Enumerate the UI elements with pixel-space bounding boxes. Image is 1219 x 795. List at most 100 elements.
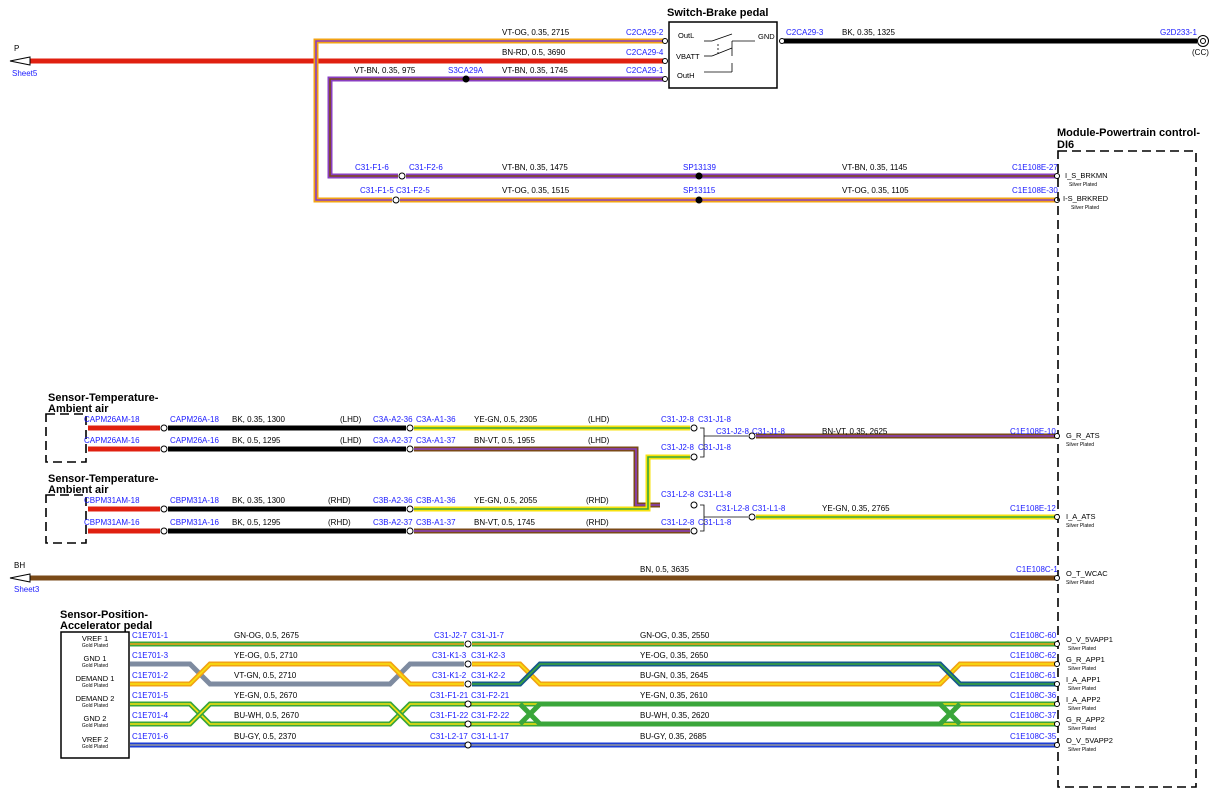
conn-pcm[interactable]: C1E108C-36 [1010,691,1057,700]
conn-c31-f1-5[interactable]: C31-F1-5 [360,186,394,195]
pin-gnd: GND [758,32,775,41]
conn-c1e108e-30[interactable]: C1E108E-30 [1012,186,1058,195]
plating-label: Gold Plated [82,723,108,729]
temp-lhd-title: Sensor-Temperature- [48,392,159,404]
temp-rhd-title: Sensor-Temperature- [48,473,159,485]
offsheet-bh[interactable]: BH Sheet3 [9,561,40,594]
pin-outh: OutH [677,71,695,80]
conn-c1e108e-27[interactable]: C1E108E-27 [1012,163,1058,172]
conn-inline-a[interactable]: C31-K1-2 [432,671,467,680]
connector-terminal [464,741,472,749]
conn-inline-b[interactable]: C31-L1-17 [471,732,509,741]
temp-rhd-row-2[interactable]: CBPM31AM-16 CBPM31A-16 BK, 0.5, 1295 (RH… [84,518,732,535]
plating-label: Silver Plated [1069,182,1097,188]
connector-terminal [464,660,472,668]
ats-rhd-output[interactable]: C31-L2-8 C31-L1-8 YE-GN, 0.35, 2765 C1E1… [716,504,1095,529]
offsheet-bh-sheet[interactable]: Sheet3 [14,585,40,594]
conn-inline-b[interactable]: C31-F2-21 [471,691,510,700]
conn-c2ca29-4[interactable]: C2CA29-4 [626,48,664,57]
temp-lhd-row-1[interactable]: CAPM26AM-18 CAPM26A-18 BK, 0.35, 1300 (L… [84,415,731,432]
svg-text:CBPM31A-16: CBPM31A-16 [170,518,219,527]
conn-c31-f1-6[interactable]: C31-F1-6 [355,163,389,172]
conn-inline-a[interactable]: C31-F1-21 [430,691,469,700]
wire-label-a: GN-OG, 0.5, 2675 [234,631,299,640]
conn-pcm[interactable]: C1E108C-35 [1010,732,1057,741]
temp-rhd-row-1[interactable]: CBPM31AM-18 CBPM31A-18 BK, 0.35, 1300 (R… [84,490,732,513]
svg-text:Silver Plated: Silver Plated [1066,580,1094,586]
svg-text:C1E108E-12: C1E108E-12 [1010,504,1056,513]
wire-app-yeog-b[interactable] [472,661,1057,687]
conn-pcm[interactable]: C1E108C-60 [1010,631,1057,640]
ground-g2d233-1[interactable]: G2D233-1 [1160,28,1197,37]
conn-app-left[interactable]: C1E701-3 [132,651,169,660]
connector-terminal [464,640,472,648]
conn-pcm[interactable]: C1E108C-62 [1010,651,1057,660]
svg-text:C31-J2-8: C31-J2-8 [661,443,694,452]
splice-sp13115[interactable]: SP13115 [683,186,716,195]
conn-c2ca29-3[interactable]: C2CA29-3 [786,28,824,37]
svg-text:C3B-A1-36: C3B-A1-36 [416,496,456,505]
switch-brake-title: Switch-Brake pedal [667,7,768,19]
wire-app-bugn-b[interactable] [472,661,1057,687]
offsheet-p[interactable]: P Sheet5 [9,44,38,78]
conn-app-left[interactable]: C1E701-6 [132,732,169,741]
splice-s3ca29a[interactable]: S3CA29A [448,66,484,75]
conn-pcm[interactable]: C1E108C-61 [1010,671,1057,680]
wire-label-b: BU-WH, 0.35, 2620 [640,711,710,720]
ats-splice-rhd [700,504,748,532]
svg-text:I_A_ATS: I_A_ATS [1066,512,1095,521]
svg-text:C3A-A2-36: C3A-A2-36 [373,415,413,424]
svg-text:BN-VT, 0.5, 1955: BN-VT, 0.5, 1955 [474,436,535,445]
wire-label-vtog-2715: VT-OG, 0.35, 2715 [502,28,570,37]
conn-inline-b[interactable]: C31-F2-22 [471,711,510,720]
brake-line-2[interactable]: C31-F1-5 C31-F2-5 VT-OG, 0.35, 1515 SP13… [360,186,1109,211]
svg-text:(RHD): (RHD) [328,518,351,527]
wire-app-vtgn-a[interactable] [130,661,464,687]
switch-brake-pedal[interactable]: Switch-Brake pedal OutL VBATT OutH GND [662,7,785,89]
conn-c31-f2-6[interactable]: C31-F2-6 [409,163,443,172]
brake-line-1[interactable]: C31-F1-6 C31-F2-6 VT-BN, 0.35, 1475 SP13… [355,163,1108,188]
conn-inline-a[interactable]: C31-J2-7 [434,631,467,640]
wire-label-vtbn-975: VT-BN, 0.35, 975 [354,66,416,75]
sensor-temp-rhd[interactable]: Sensor-Temperature- Ambient air [45,473,159,544]
svg-text:C3B-A1-37: C3B-A1-37 [416,518,456,527]
ats-lhd-output[interactable]: C31-J2-8 C31-J1-8 BN-VT, 0.35, 2625 C1E1… [716,427,1100,448]
offsheet-p-sheet[interactable]: Sheet5 [12,69,38,78]
svg-text:BN-VT, 0.5, 1745: BN-VT, 0.5, 1745 [474,518,535,527]
splice-dot [462,75,470,83]
wire-label-b: BU-GY, 0.35, 2685 [640,732,707,741]
wcac-line[interactable]: BN, 0.5, 3635 C1E108C-1 O_T_WCAC Silver … [640,565,1108,586]
svg-text:YE-GN, 0.35, 2765: YE-GN, 0.35, 2765 [822,504,890,513]
conn-inline-a[interactable]: C31-F1-22 [430,711,469,720]
pcm-title: Module-Powertrain control- [1057,127,1200,139]
conn-app-left[interactable]: C1E701-4 [132,711,169,720]
conn-app-left[interactable]: C1E701-1 [132,631,169,640]
module-powertrain-control[interactable]: Module-Powertrain control- DI6 [1057,127,1200,788]
wire-label-vtog-1105: VT-OG, 0.35, 1105 [842,186,909,195]
plating-label: Silver Plated [1071,205,1099,211]
svg-text:C1E108E-10: C1E108E-10 [1010,427,1056,436]
splice-sp13139[interactable]: SP13139 [683,163,716,172]
conn-c31-f2-5[interactable]: C31-F2-5 [396,186,430,195]
conn-inline-b[interactable]: C31-K2-3 [471,651,506,660]
conn-app-left[interactable]: C1E701-2 [132,671,169,680]
conn-c2ca29-1[interactable]: C2CA29-1 [626,66,664,75]
conn-c2ca29-2[interactable]: C2CA29-2 [626,28,664,37]
wires [28,38,1197,748]
plating-label: Silver Plated [1068,646,1096,652]
conn-app-left[interactable]: C1E701-5 [132,691,169,700]
plating-label: Gold Plated [82,703,108,709]
wire-vtbn-outh[interactable] [327,76,665,179]
sensor-position-accelerator[interactable]: Sensor-Position- Accelerator pedal [60,609,152,759]
wire-app-yeog-a[interactable] [130,661,464,687]
wire-label-b: GN-OG, 0.35, 2550 [640,631,710,640]
conn-inline-b[interactable]: C31-J1-7 [471,631,504,640]
temp-lhd-row-2[interactable]: CAPM26AM-16 CAPM26A-16 BK, 0.5, 1295 (LH… [84,436,731,461]
conn-pcm[interactable]: C1E108C-37 [1010,711,1057,720]
app-title-2: Accelerator pedal [60,620,152,632]
conn-inline-a[interactable]: C31-L2-17 [430,732,468,741]
conn-inline-b[interactable]: C31-K2-2 [471,671,506,680]
conn-inline-a[interactable]: C31-K1-3 [432,651,467,660]
plating-label: Gold Plated [82,643,108,649]
sensor-temp-lhd[interactable]: Sensor-Temperature- Ambient air [45,392,159,463]
